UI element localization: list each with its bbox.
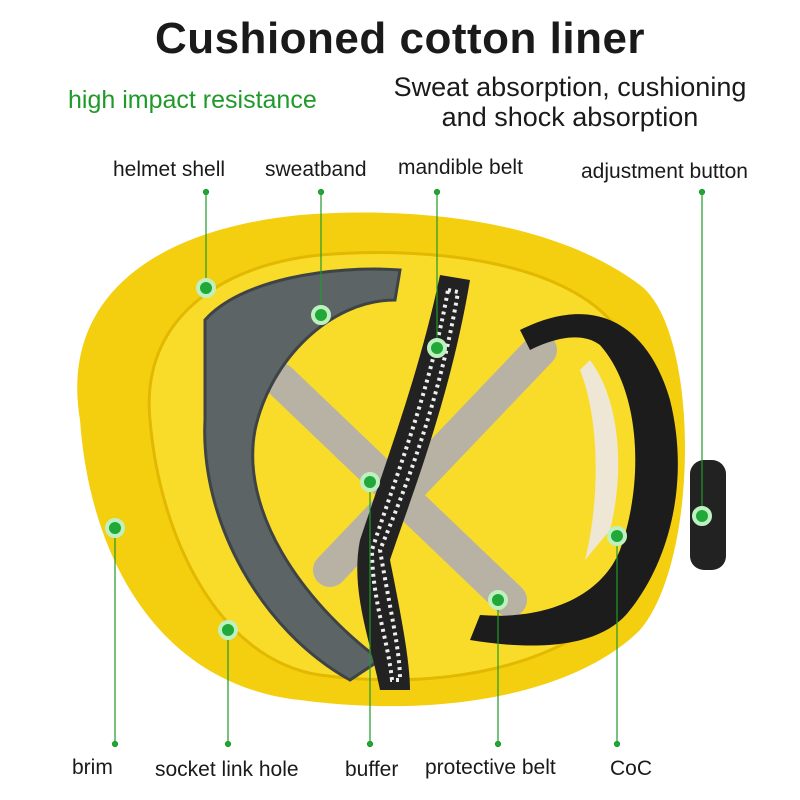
label-socket-link-hole: socket link hole [155, 758, 299, 781]
protective-belt [470, 314, 678, 646]
coc-label [580, 360, 619, 560]
label-sweatband: sweatband [265, 158, 367, 181]
label-buffer: buffer [345, 758, 399, 781]
label-coc: CoC [610, 757, 653, 780]
label-helmet-shell: helmet shell [113, 158, 226, 181]
marker-dots [105, 278, 712, 640]
annotation-markers [111, 188, 706, 748]
page-title: Cushioned cotton liner [154, 14, 646, 63]
marker-helmet-shell [196, 278, 216, 298]
marker-mandible-belt [427, 338, 447, 358]
marker-buffer [360, 472, 380, 492]
marker-adjustment-button [692, 506, 712, 526]
label-brim: brim [72, 756, 113, 779]
marker-coc [607, 526, 627, 546]
label-protective-belt: protective belt [425, 756, 556, 779]
marker-brim [105, 518, 125, 538]
feature-impact-resistance: high impact resistance [68, 86, 317, 114]
feature-sweat-absorption-line2: and shock absorption [441, 102, 699, 132]
marker-socket-link-hole [218, 620, 238, 640]
feature-sweat-absorption-line1: Sweat absorption, cushioning [393, 72, 747, 102]
label-mandible-belt: mandible belt [398, 156, 523, 179]
label-adjustment-button: adjustment button [581, 160, 748, 183]
marker-protective-belt [488, 590, 508, 610]
marker-sweatband [311, 305, 331, 325]
sweatband [203, 267, 402, 682]
